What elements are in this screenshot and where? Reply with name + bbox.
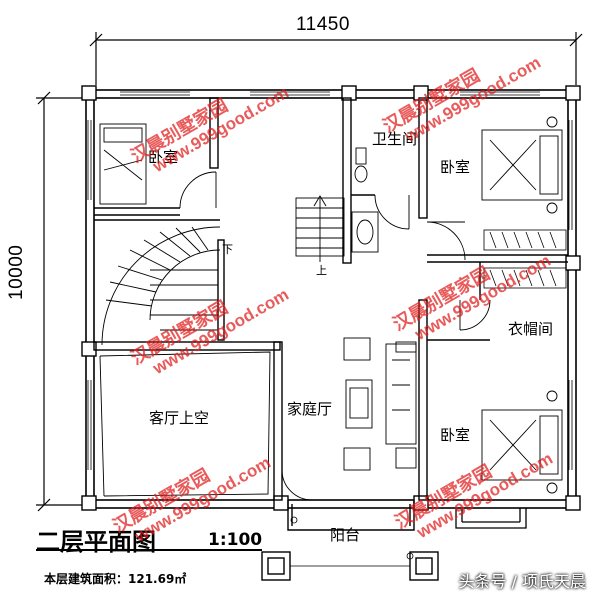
room-label-bedroom-ne: 卧室: [440, 158, 471, 176]
width-dimension: 11450: [296, 14, 350, 35]
room-label-walkin-closet: 衣帽间: [508, 320, 554, 338]
floor-area-note: 本层建筑面积：121.69㎡: [44, 572, 187, 586]
room-label-balcony: 阳台: [330, 526, 361, 544]
bay-window: [455, 508, 527, 529]
interior-walls: [93, 97, 568, 501]
source-credit: 头条号 / 项氏天晨: [458, 572, 586, 591]
stair-label-down: 下: [222, 243, 233, 256]
void-crosslines: [99, 351, 271, 497]
bed-ne: [481, 116, 563, 214]
room-label-bedroom-se: 卧室: [440, 426, 471, 444]
plan-scale: 1:100: [208, 530, 263, 550]
balcony-outline: [261, 500, 439, 581]
top-dimension-line: [89, 32, 583, 85]
closet-rails: [483, 229, 567, 289]
bathroom-fixtures: [351, 147, 379, 253]
bed-se: [481, 390, 563, 494]
windows: [87, 91, 573, 470]
outer-walls: [85, 89, 577, 509]
spiral-stair: [101, 226, 221, 346]
room-label-bathroom: 卫生间: [372, 130, 418, 148]
room-label-void: 客厅上空: [149, 409, 210, 427]
room-label-family-hall: 家庭厅: [287, 400, 333, 418]
doors: [179, 171, 491, 501]
plan-title: 二层平面图: [36, 528, 156, 556]
bed-nw: [99, 123, 147, 205]
stair-label-up: 上: [316, 264, 327, 277]
straight-stair: [295, 195, 345, 262]
room-label-bedroom-nw: 卧室: [148, 148, 179, 166]
left-dimension-line: [36, 91, 90, 512]
depth-dimension: 10000: [6, 244, 27, 300]
sofa-set: [343, 337, 417, 471]
